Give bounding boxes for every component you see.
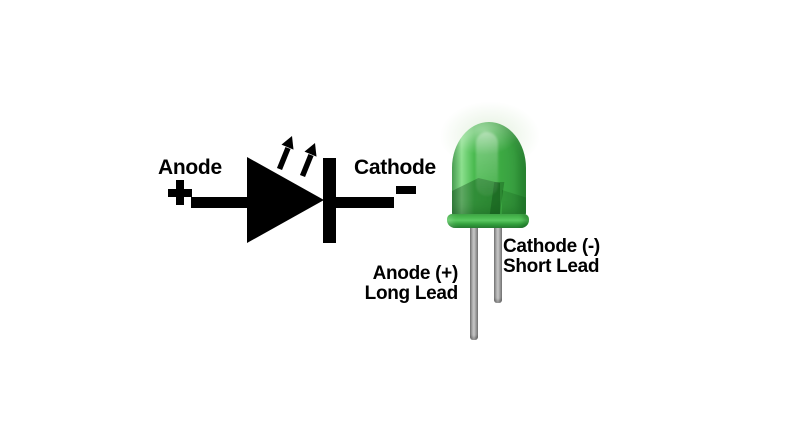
- emission-arrow-1-head: [281, 136, 294, 150]
- emission-arrow-2-shaft: [299, 153, 314, 178]
- plus-icon: [168, 180, 192, 205]
- schematic-cathode-label: Cathode: [354, 156, 436, 179]
- led-internal-die: [502, 190, 526, 215]
- led-flange: [447, 214, 529, 228]
- diode-triangle: [247, 157, 324, 243]
- light-emission-arrows: [276, 136, 317, 178]
- cathode-short-lead: [494, 226, 502, 303]
- anode-wire: [191, 197, 248, 208]
- anode-lead-label: Anode (+) Long Lead: [338, 263, 459, 304]
- anode-lead-label-line1: Anode (+): [372, 263, 459, 284]
- anode-lead-label-line2: Long Lead: [364, 283, 459, 304]
- schematic-anode-label: Anode: [158, 156, 222, 179]
- cathode-lead-label-line1: Cathode (-): [503, 236, 600, 257]
- cathode-bar: [323, 158, 336, 243]
- cathode-lead-label-line2: Short Lead: [503, 256, 600, 277]
- emission-arrow-1-shaft: [276, 146, 291, 171]
- cathode-wire: [336, 197, 394, 208]
- anode-long-lead: [470, 226, 478, 340]
- led-body: [452, 122, 526, 215]
- minus-icon: [396, 186, 416, 194]
- cathode-lead-label: Cathode (-) Short Lead: [503, 237, 600, 277]
- emission-arrow-2-head: [304, 143, 317, 157]
- led-body-highlight: [476, 132, 498, 196]
